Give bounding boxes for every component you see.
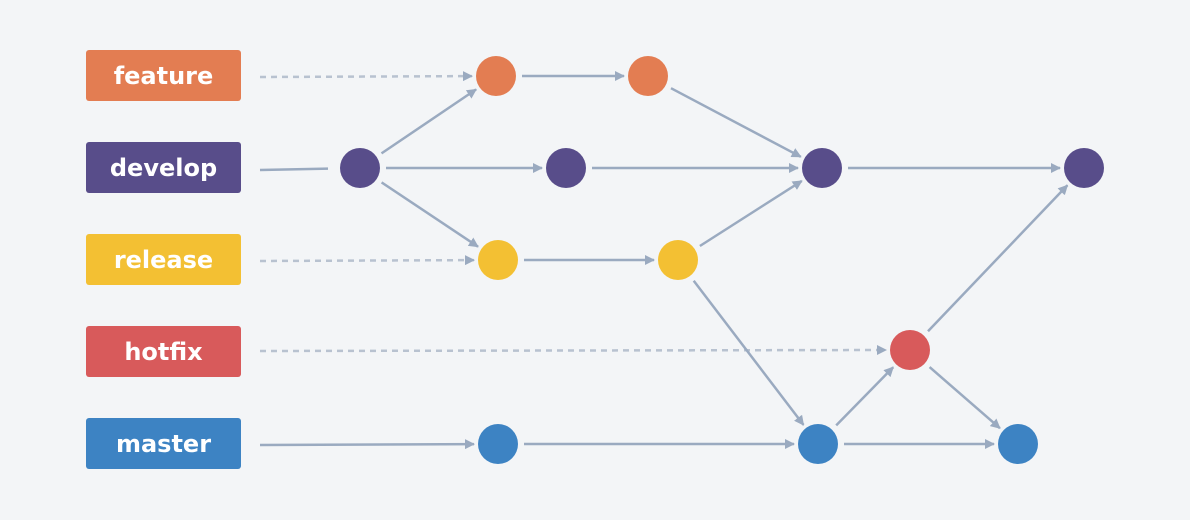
- branch-label-hotfix: hotfix: [86, 326, 241, 377]
- edge-hotfix-1-to-master-3: [928, 366, 1001, 430]
- commit-develop-1: [340, 148, 380, 188]
- edge-label-hotfix-to-hotfix-1: [259, 345, 887, 356]
- branch-label-release: release: [86, 234, 241, 285]
- edge-label-master-to-master-1: [259, 439, 475, 450]
- edge-label-release-to-release-1: [259, 255, 475, 266]
- edge-develop-1-to-feature-1: [380, 88, 477, 155]
- commit-hotfix-1: [890, 330, 930, 370]
- commit-develop-2: [546, 148, 586, 188]
- edge-label-develop-to-develop-1: [259, 167, 329, 172]
- commit-release-2: [658, 240, 698, 280]
- branch-label-develop: develop: [86, 142, 241, 193]
- commit-release-1: [478, 240, 518, 280]
- commit-develop-4: [1064, 148, 1104, 188]
- edge-develop-1-to-release-1: [380, 181, 479, 248]
- edge-master-2-to-hotfix-1: [835, 366, 895, 427]
- commit-develop-3: [802, 148, 842, 188]
- edge-release-2-to-master-2: [692, 279, 805, 426]
- commit-master-1: [478, 424, 518, 464]
- edge-hotfix-1-to-develop-4: [927, 184, 1069, 333]
- commit-master-2: [798, 424, 838, 464]
- branch-label-master: master: [86, 418, 241, 469]
- edge-label-feature-to-feature-1: [259, 71, 473, 82]
- edges-group: [259, 71, 1069, 450]
- commits-group: [340, 56, 1104, 464]
- edge-release-2-to-develop-3: [699, 179, 803, 248]
- edge-feature-2-to-develop-3: [670, 87, 802, 158]
- commit-feature-2: [628, 56, 668, 96]
- commit-feature-1: [476, 56, 516, 96]
- branch-label-feature: feature: [86, 50, 241, 101]
- commit-master-3: [998, 424, 1038, 464]
